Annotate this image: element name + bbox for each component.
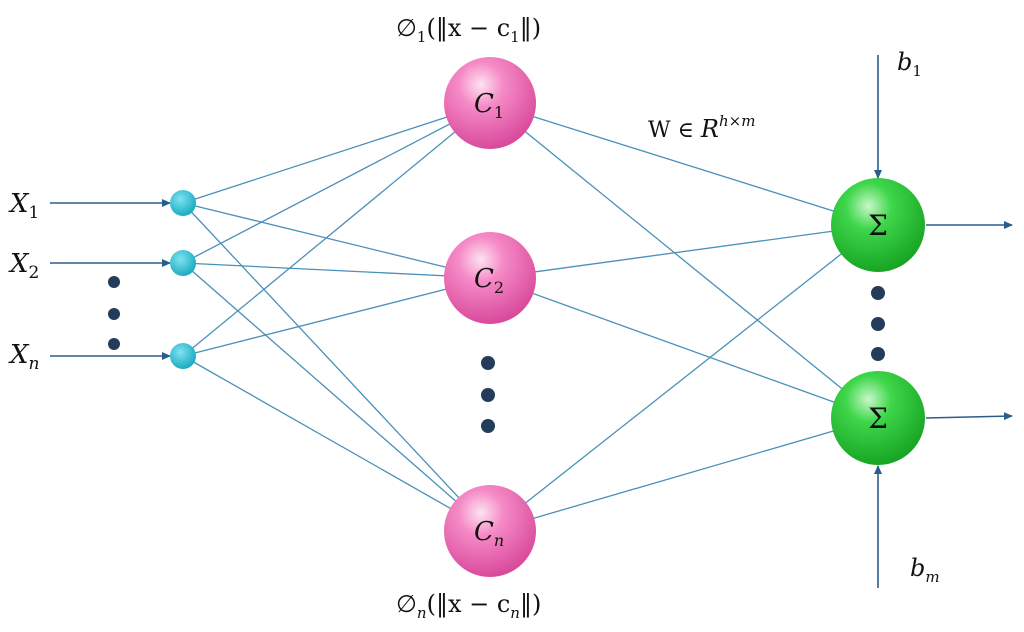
input-node-1 [170,190,196,216]
input-node-2 [170,250,196,276]
connection-x2-cn [182,262,491,532]
output-arrow-m [925,412,1013,421]
sum-symbol-m: Σ [868,402,888,435]
connection-x1-cn [182,202,491,532]
weights-label: W ∈ Rh×m [648,112,755,143]
output-ellipsis [871,286,885,361]
activation-label-bottom: ∅n(‖x − cn‖) [396,590,541,622]
input-label-x1: X1 [8,189,39,223]
svg-text:Cn: Cn [474,517,504,550]
center-node-n: Cn [444,485,536,577]
bias-label-bm: bm [910,554,940,586]
center-node-1: C1 [444,57,536,149]
connection-cn-out1 [489,224,879,532]
svg-text:C2: C2 [474,264,504,297]
center-node-2: C2 [444,232,536,324]
connection-x2-c1 [182,102,491,264]
input-label-x2: X2 [8,249,39,283]
connection-x1-c2 [182,202,491,279]
center-ellipsis [481,356,495,433]
svg-text:C1: C1 [474,89,504,122]
connection-c1-out1 [489,102,879,226]
input-node-n [170,343,196,369]
connection-c2-out1 [489,224,879,279]
connection-xn-c1 [182,102,491,357]
activation-label-top: ∅1(‖x − c1‖) [396,14,541,46]
bias-label-b1: b1 [897,48,922,80]
output-node-m: Σ [831,371,925,465]
connection-x2-c2 [182,262,491,279]
input-label-xn: Xn [8,340,39,374]
connection-cn-outm [489,417,879,532]
center-to-output-connections [489,102,879,532]
input-ellipsis [108,276,120,350]
connection-xn-c2 [182,277,491,357]
input-to-center-connections [182,102,491,532]
connection-c2-outm [489,277,879,419]
sum-symbol-1: Σ [868,209,888,242]
connection-x1-c1 [182,102,491,204]
input-arrows [50,199,171,360]
connection-xn-cn [182,355,491,532]
connection-c1-outm [489,102,879,419]
output-node-1: Σ [831,178,925,272]
